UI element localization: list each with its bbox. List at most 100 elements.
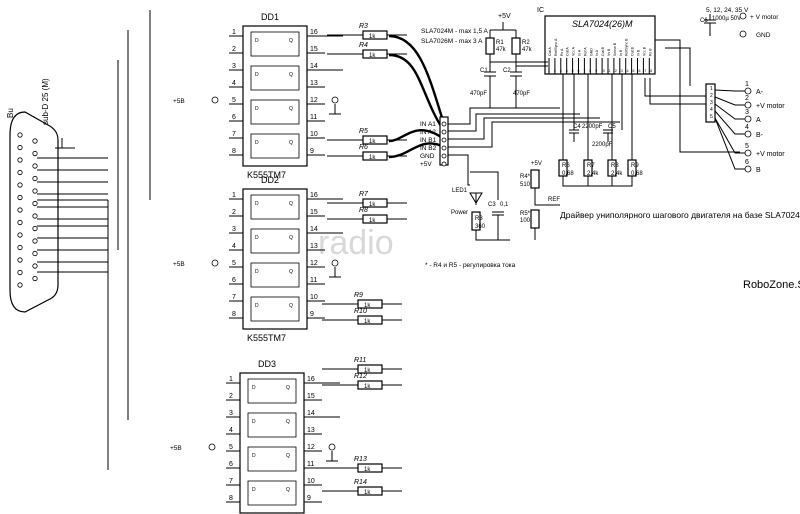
pin-num-left: 5: [232, 97, 236, 104]
note-max1: SLA7024M - max 1,5 A: [421, 28, 489, 35]
ground-symbol: [55, 138, 75, 149]
db-pin: [17, 132, 23, 138]
gnd-pin: [331, 96, 339, 104]
ff-q: Q: [289, 269, 293, 275]
db-pin: [17, 194, 23, 201]
r7-ref: R7: [587, 163, 595, 169]
vmotor-in: + V motor: [750, 14, 779, 21]
ic-pin-num: 8: [589, 69, 591, 73]
pin-num-right: 11: [310, 114, 317, 121]
chip-part: K555TM7: [247, 170, 286, 180]
ic-pin-num: 16: [637, 69, 641, 73]
flip-flop: [247, 412, 297, 438]
ic-pin-name: Ref/Sync A: [554, 38, 558, 56]
pin-num-left: 6: [232, 277, 236, 284]
c1-val: 470pF: [470, 91, 487, 97]
pin-num-right: 12: [310, 97, 318, 104]
pin-num-left: 1: [232, 29, 236, 36]
flip-flop: [250, 194, 300, 220]
ff-d: D: [252, 419, 256, 425]
resistor-ref: R9: [354, 292, 363, 299]
ic-pin-num: 2: [554, 69, 556, 73]
pin-num-right: 14: [310, 63, 318, 70]
flip-flop: [250, 296, 300, 322]
pin-num-left: 2: [229, 393, 233, 400]
pin-num-right: 10: [310, 131, 318, 138]
db-pin: [32, 225, 38, 232]
ic-pin-num: 6: [578, 69, 580, 73]
flip-flop: [250, 228, 300, 254]
pin-num-left: 4: [232, 80, 236, 87]
out-pin-num: 1: [710, 86, 713, 92]
input-label: GND: [420, 153, 435, 160]
led-label: Power: [451, 210, 468, 216]
ic-pin-name: Rs A: [560, 48, 564, 56]
output-num: 3: [745, 109, 749, 116]
ff-q: Q: [286, 487, 290, 493]
ff-q: Q: [286, 419, 290, 425]
pin-num-left: 3: [232, 63, 236, 70]
ic-pin-name: Vcc B: [642, 46, 646, 56]
c1-ref: C1: [480, 68, 488, 74]
db-pin: [17, 207, 23, 213]
ic-pin-name: Out B: [631, 46, 635, 56]
ic-pin-name: Out B: [601, 46, 605, 56]
pin-num-right: 15: [310, 209, 318, 216]
output-label: +V motor: [756, 103, 785, 110]
ic-pin-num: 18: [648, 69, 652, 73]
db-pin: [32, 175, 38, 182]
chip-ref: DD1: [261, 12, 279, 22]
r4s-val: 510: [520, 182, 531, 188]
r3s-ref: R3: [475, 216, 483, 222]
ic-pin-name: Ref A: [583, 47, 587, 56]
ic-pin-num: 12: [613, 69, 617, 73]
ff-q: Q: [289, 303, 293, 309]
r1-ref: R1: [496, 40, 504, 46]
resistor-ref: R8: [359, 207, 368, 214]
ic-name: SLA7024(26)M: [572, 19, 633, 29]
c3-val: 0,1: [500, 202, 509, 208]
input-label: +5V: [420, 161, 432, 168]
ic-pin-name: Ref/Sync B: [625, 38, 629, 56]
input-label: IN A2: [420, 129, 436, 136]
resistor-val: 1k: [364, 384, 371, 390]
out-pin-num: 3: [710, 100, 713, 106]
note-footnote: * - R4 и R5 - регулировка тока: [425, 262, 516, 269]
ff-d: D: [252, 487, 256, 493]
ic-pin-num: 11: [607, 69, 611, 73]
pin-num-left: 5: [229, 444, 233, 451]
led-ref: LED1: [452, 188, 468, 194]
flip-flop: [250, 133, 300, 159]
db-pin: [32, 238, 38, 244]
ff-q: Q: [289, 201, 293, 207]
ff-d: D: [255, 269, 259, 275]
ff-q: Q: [289, 140, 293, 146]
c6-ref: C6: [700, 18, 708, 24]
db-pin: [32, 163, 38, 169]
resistor-ref: R3: [359, 23, 368, 30]
pin-num-right: 13: [307, 427, 315, 434]
db-pin: [32, 250, 38, 257]
ff-d: D: [255, 38, 259, 44]
resistor-ref: R7: [359, 191, 369, 198]
motor-voltages: 5, 12, 24, 35 V: [706, 7, 749, 14]
c6-val: 1000µ 50V: [712, 16, 741, 22]
pin-num-left: 2: [232, 46, 236, 53]
ff-d: D: [252, 385, 256, 391]
r4s-ref: R4*: [520, 174, 531, 180]
c2-ref: C2: [503, 68, 511, 74]
resistor-val: 1k: [369, 202, 376, 208]
ic-pin-num: 1: [548, 69, 550, 73]
ic-pin-name: Vs B: [607, 48, 611, 56]
ic-pin-name: Sense B: [613, 42, 617, 56]
motor-supply: 5, 12, 24, 35 V C6 1000µ 50V + V motor G…: [700, 7, 779, 39]
r2-val: 47k: [522, 47, 533, 53]
ic-pin-num: 3: [560, 69, 562, 73]
pin-num-left: 2: [232, 209, 236, 216]
